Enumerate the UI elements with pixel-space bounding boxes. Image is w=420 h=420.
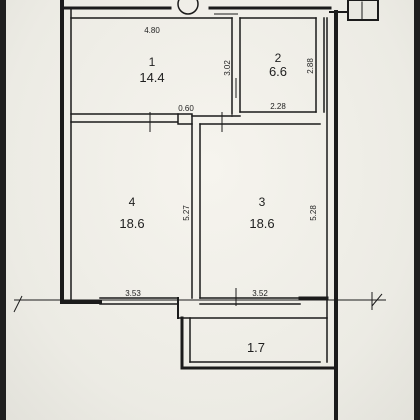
scan-left-edge: [0, 0, 6, 420]
dim-corridor-gap: 0.60: [178, 104, 194, 113]
room4-area: 18.6: [119, 216, 144, 231]
dim-room4-width: 3.53: [125, 289, 141, 298]
dim-tick-right: [371, 293, 383, 307]
dim-tick-left: [13, 295, 23, 313]
room3-number: 3: [259, 195, 266, 209]
door-frame-room4: [177, 113, 193, 125]
dim-room3-width: 3.52: [252, 289, 268, 298]
dim-room2-height: 2.88: [306, 58, 315, 74]
dim-room2-width: 2.28: [270, 102, 286, 111]
top-fixture: [177, 0, 199, 15]
top-right-column: [347, 0, 379, 21]
balcony-area: 1.7: [247, 340, 265, 355]
dimension-lines: [13, 13, 386, 313]
dimension-labels: 4.80 3.02 2.88 0.60 2.28 5.27 5.28 3.53 …: [125, 26, 318, 298]
scan-right-edge: [414, 0, 420, 420]
room2-number: 2: [275, 51, 282, 65]
room1-number: 1: [149, 55, 156, 69]
room4-number: 4: [129, 195, 136, 209]
dim-room1-width: 4.80: [144, 26, 160, 35]
room1-area: 14.4: [139, 70, 164, 85]
room-labels: 1 14.4 2 6.6 3 18.6 4 18.6 1.7: [119, 51, 287, 355]
dim-room4-height: 5.27: [182, 205, 191, 221]
room3-area: 18.6: [249, 216, 274, 231]
dim-room1-height: 3.02: [223, 60, 232, 76]
dim-room3-height: 5.28: [309, 205, 318, 221]
room2-area: 6.6: [269, 64, 287, 79]
walls: [60, 0, 379, 420]
